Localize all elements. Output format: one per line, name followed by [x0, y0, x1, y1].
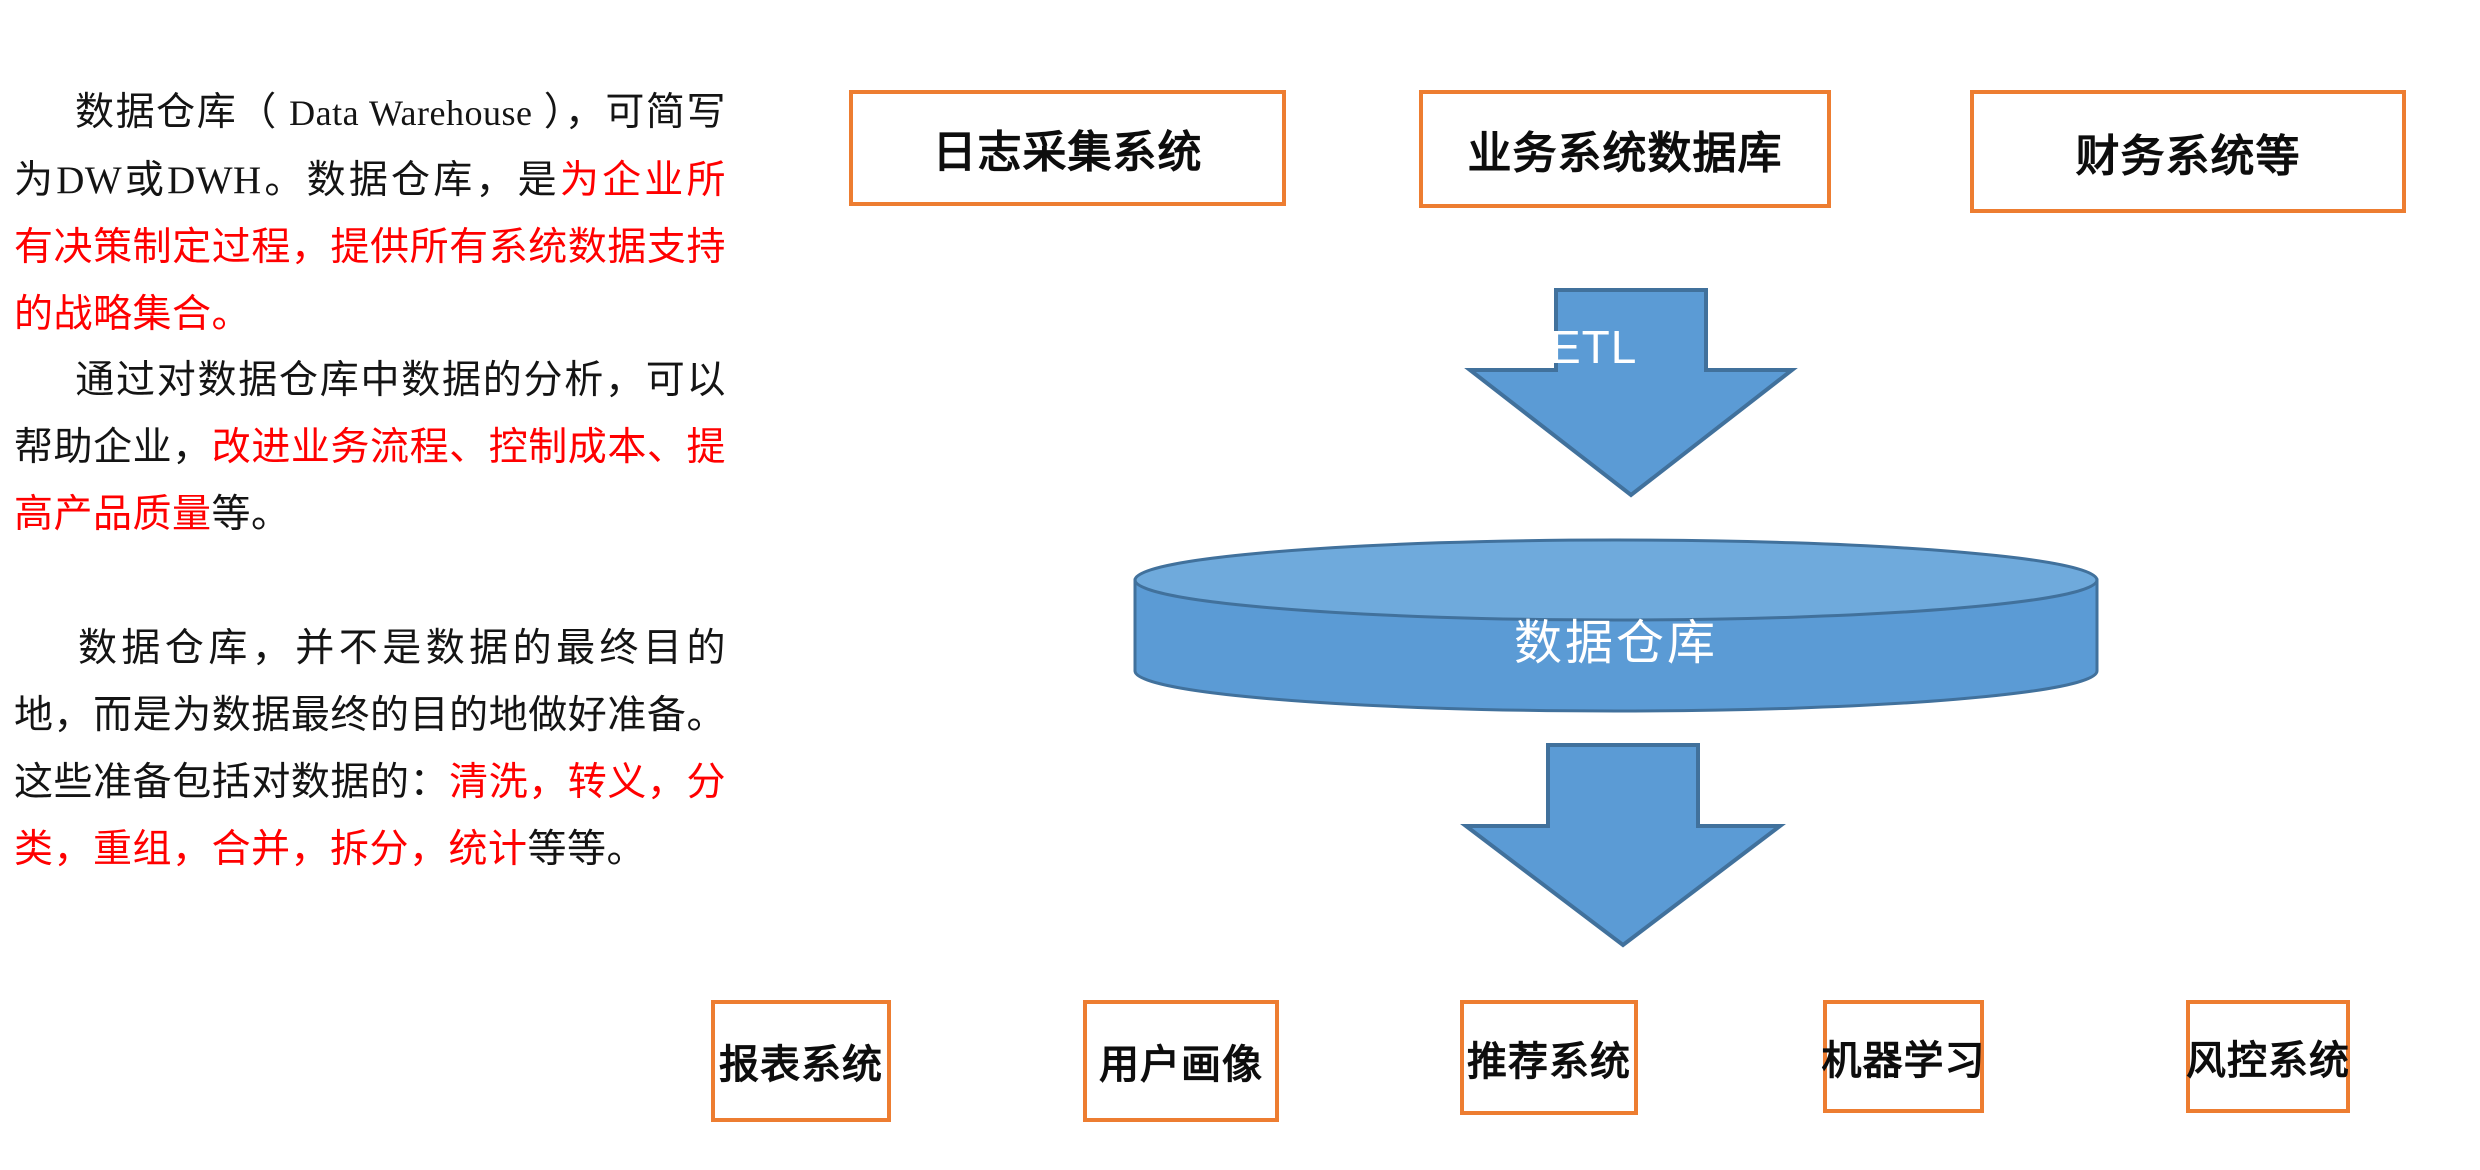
explanatory-text-column: 数据仓库（ Data Warehouse ），可简写为DW或DWH。数据仓库，是… — [0, 40, 740, 1030]
consumer-box-label: 报表系统 — [719, 1043, 883, 1087]
source-box-label: 业务系统数据库 — [1467, 129, 1783, 178]
paragraph-preparation: 数据仓库，并不是数据的最终目的地，而是为数据最终的目的地做好准备。这些准备包括对… — [14, 615, 726, 883]
text-run: ），可简写为DW或DWH。数据仓库，是 — [14, 91, 726, 202]
consumer-box-reporting[interactable]: 报表系统 — [711, 1000, 891, 1122]
paragraph-benefits: 通过对数据仓库中数据的分析，可以帮助企业，改进业务流程、控制成本、提高产品质量等… — [14, 347, 726, 548]
consumer-box-recommendation[interactable]: 推荐系统 — [1460, 1000, 1638, 1115]
text-run: 数据仓库（ — [74, 91, 290, 134]
etl-arrow-label: ETL — [1550, 321, 1638, 373]
serving-arrow[interactable] — [1460, 743, 1786, 948]
consumer-box-label: 机器学习 — [1821, 1038, 1986, 1083]
consumer-box-user-profile[interactable]: 用户画像 — [1083, 1000, 1279, 1122]
paragraph-definition: 数据仓库（ Data Warehouse ），可简写为DW或DWH。数据仓库，是… — [14, 79, 726, 348]
source-box-log-collection[interactable]: 日志采集系统 — [849, 90, 1286, 206]
database-cylinder-icon — [1133, 538, 2099, 713]
consumer-box-risk-control[interactable]: 风控系统 — [2186, 1000, 2350, 1113]
text-run-highlight: 改进业务流程、控制成本、提高产品质量 — [14, 426, 726, 536]
text-run: 等。 — [211, 493, 291, 536]
text-run: 等等。 — [527, 828, 647, 871]
source-box-label: 财务系统等 — [2075, 131, 2301, 181]
consumer-box-machine-learning[interactable]: 机器学习 — [1821, 1000, 1986, 1113]
text-run: 通过对数据仓库中数据的分析，可以帮助企业， — [14, 359, 726, 469]
arrow-down-icon — [1464, 288, 1798, 498]
consumer-box-label: 推荐系统 — [1467, 1039, 1631, 1084]
arrow-down-icon — [1460, 743, 1786, 948]
text-run-latin: Data Warehouse — [289, 93, 533, 133]
text-run: 数据仓库，并不是数据的最终目的地，而是为数据最终的目的地做好准备。这些准备包括对… — [14, 627, 726, 804]
consumer-box-label: 风控系统 — [2186, 1038, 2350, 1083]
source-box-business-database[interactable]: 业务系统数据库 — [1419, 90, 1831, 208]
consumer-box-label: 用户画像 — [1099, 1043, 1263, 1087]
text-run-highlight: 清洗，转义，分类，重组，合并，拆分，统计 — [14, 761, 726, 871]
source-box-finance-system[interactable]: 财务系统等 — [1970, 90, 2406, 213]
data-warehouse-cylinder[interactable]: 数据仓库 — [1132, 538, 2100, 713]
etl-arrow[interactable]: ETL — [1464, 288, 1798, 498]
source-box-label: 日志采集系统 — [932, 128, 1203, 177]
text-run-highlight: 为企业所有决策制定过程，提供所有系统数据支持的战略集合。 — [14, 159, 726, 336]
